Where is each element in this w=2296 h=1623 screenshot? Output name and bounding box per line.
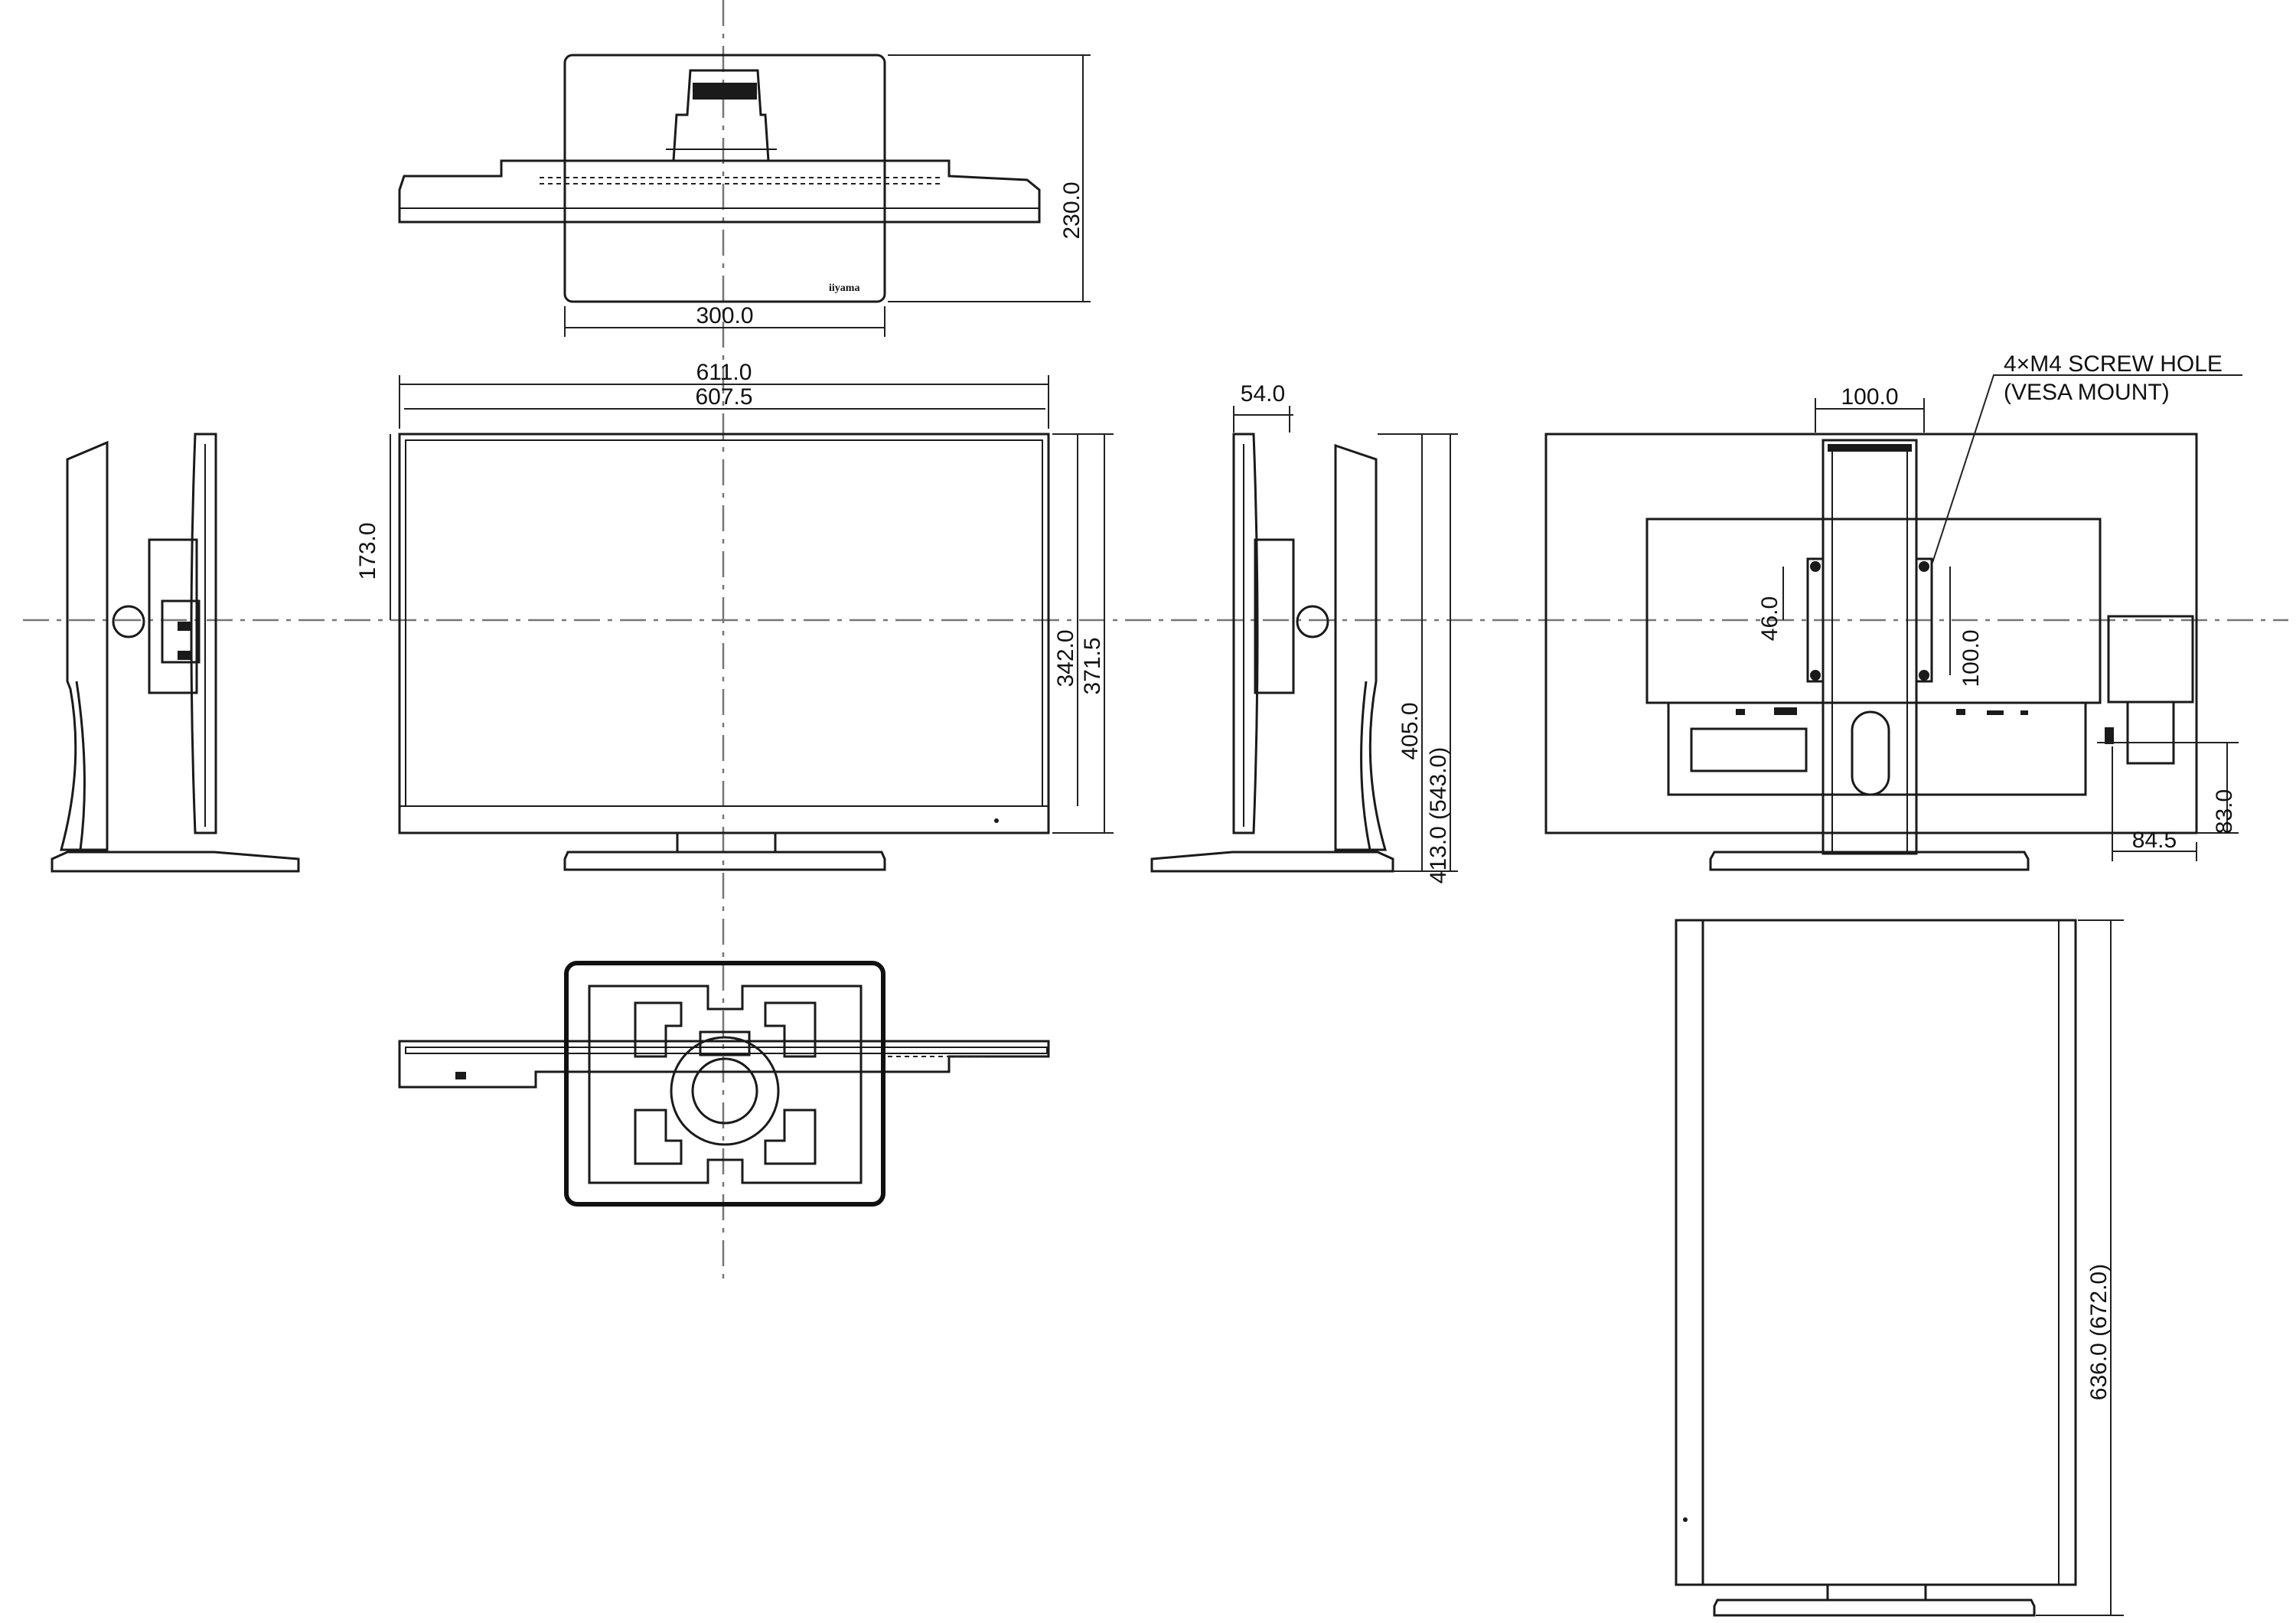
dim-panel-height: 342.0 <box>1053 629 1078 687</box>
front-view <box>398 433 1050 871</box>
right-side-view <box>1150 433 1394 873</box>
dim-vesa-offset: 46.0 <box>1757 596 1782 641</box>
dim-height-min: 405.0 <box>1397 702 1423 759</box>
dim-top-depth: 230.0 <box>1059 181 1084 239</box>
dim-side-depth: 54.0 <box>1241 381 1285 407</box>
dim-port-height: 83.0 <box>2212 789 2237 834</box>
dim-overall-panel-height: 371.5 <box>1080 637 1105 694</box>
dimension-lines <box>390 54 2242 1616</box>
bottom-view <box>398 961 1050 1207</box>
rear-view <box>1544 433 2198 871</box>
dim-port-offset: 84.5 <box>2132 828 2177 853</box>
dim-vesa-horizontal: 100.0 <box>1841 384 1898 410</box>
portrait-view <box>1675 919 2077 1617</box>
screw-hole-note: 4×M4 SCREW HOLE <box>2004 351 2223 377</box>
dim-height-range: 413.0 (543.0) <box>1426 747 1451 883</box>
top-view-logo: iiyama <box>829 282 859 294</box>
center-lines <box>23 0 2288 1278</box>
dim-panel-width: 607.5 <box>695 384 752 410</box>
dim-vesa-vertical: 100.0 <box>1958 629 1984 687</box>
top-view: iiyama <box>398 54 1041 303</box>
left-side-view <box>51 433 300 873</box>
vesa-mount-note: (VESA MOUNT) <box>2004 380 2170 405</box>
dim-portrait-height: 636.0 (672.0) <box>2086 1264 2112 1400</box>
dim-overall-width: 611.0 <box>696 360 752 385</box>
dim-panel-top-to-center: 173.0 <box>355 522 380 580</box>
dim-top-width: 300.0 <box>696 303 753 328</box>
